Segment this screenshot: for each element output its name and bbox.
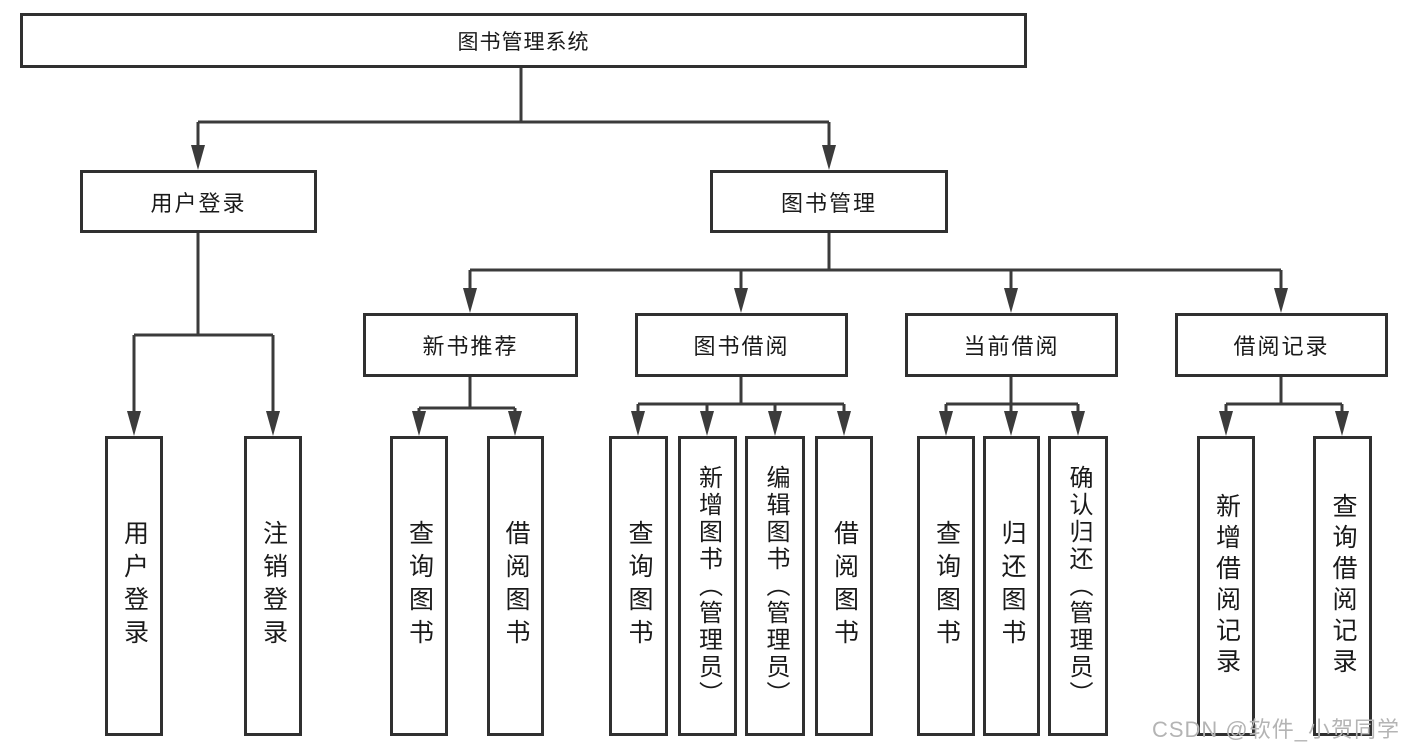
leaf-add-borrow-record-label: 新增借阅记录 bbox=[1212, 493, 1241, 679]
connector-book-management bbox=[468, 233, 1283, 290]
node-book-borrow-label: 图书借阅 bbox=[693, 334, 790, 359]
leaf-confirm-return-admin: 确认归还（管理员） bbox=[1048, 436, 1108, 736]
leaf-query-book-current: 查询图书 bbox=[917, 436, 975, 736]
leaf-query-borrow-record: 查询借阅记录 bbox=[1313, 436, 1372, 736]
node-borrow-record: 借阅记录 bbox=[1175, 313, 1388, 377]
leaf-user-login: 用户登录 bbox=[105, 436, 163, 736]
leaf-add-book-admin: 新增图书（管理员） bbox=[678, 436, 737, 736]
leaf-add-borrow-record: 新增借阅记录 bbox=[1197, 436, 1255, 736]
connector-user-login bbox=[132, 233, 275, 413]
node-user-login-label: 用户登录 bbox=[150, 190, 247, 216]
connector-borrow-record bbox=[1224, 377, 1344, 414]
leaf-user-login-label: 用户登录 bbox=[120, 520, 149, 652]
leaf-query-book-current-label: 查询图书 bbox=[932, 520, 961, 652]
connector-current-borrow bbox=[944, 377, 1080, 414]
node-new-book-recommend-label: 新书推荐 bbox=[422, 334, 519, 359]
leaf-confirm-return-admin-label: 确认归还（管理员） bbox=[1065, 464, 1092, 708]
connector-root bbox=[196, 68, 831, 147]
node-root: 图书管理系统 bbox=[20, 13, 1027, 68]
leaf-borrow-book: 借阅图书 bbox=[815, 436, 873, 736]
node-user-login: 用户登录 bbox=[80, 170, 317, 233]
leaf-return-book: 归还图书 bbox=[983, 436, 1040, 736]
connector-new-book-recommend bbox=[417, 377, 517, 414]
leaf-query-book-borrow-label: 查询图书 bbox=[625, 520, 653, 652]
node-root-label: 图书管理系统 bbox=[457, 30, 590, 54]
leaf-edit-book-admin: 编辑图书（管理员） bbox=[745, 436, 805, 736]
node-book-borrow: 图书借阅 bbox=[635, 313, 848, 377]
leaf-logout: 注销登录 bbox=[244, 436, 302, 736]
leaf-query-book-recommend: 查询图书 bbox=[390, 436, 448, 736]
leaf-edit-book-admin-label: 编辑图书（管理员） bbox=[762, 464, 789, 708]
leaf-borrow-book-label: 借阅图书 bbox=[830, 520, 859, 652]
leaf-query-borrow-record-label: 查询借阅记录 bbox=[1329, 493, 1357, 679]
leaf-return-book-label: 归还图书 bbox=[998, 520, 1026, 652]
leaf-query-book-recommend-label: 查询图书 bbox=[405, 520, 434, 652]
arrowheads bbox=[127, 145, 1349, 436]
leaf-query-book-borrow: 查询图书 bbox=[609, 436, 668, 736]
node-new-book-recommend: 新书推荐 bbox=[363, 313, 578, 377]
csdn-watermark: CSDN @软件_小贺同学 bbox=[1151, 717, 1400, 742]
leaf-borrow-book-recommend-label: 借阅图书 bbox=[502, 520, 530, 652]
leaf-add-book-admin-label: 新增图书（管理员） bbox=[694, 464, 722, 708]
node-book-management-label: 图书管理 bbox=[780, 190, 877, 216]
node-book-management: 图书管理 bbox=[710, 170, 948, 233]
node-borrow-record-label: 借阅记录 bbox=[1233, 334, 1330, 359]
leaf-borrow-book-recommend: 借阅图书 bbox=[487, 436, 544, 736]
node-current-borrow: 当前借阅 bbox=[905, 313, 1118, 377]
connector-book-borrow bbox=[636, 377, 846, 414]
leaf-logout-label: 注销登录 bbox=[259, 520, 288, 652]
node-current-borrow-label: 当前借阅 bbox=[963, 334, 1060, 359]
